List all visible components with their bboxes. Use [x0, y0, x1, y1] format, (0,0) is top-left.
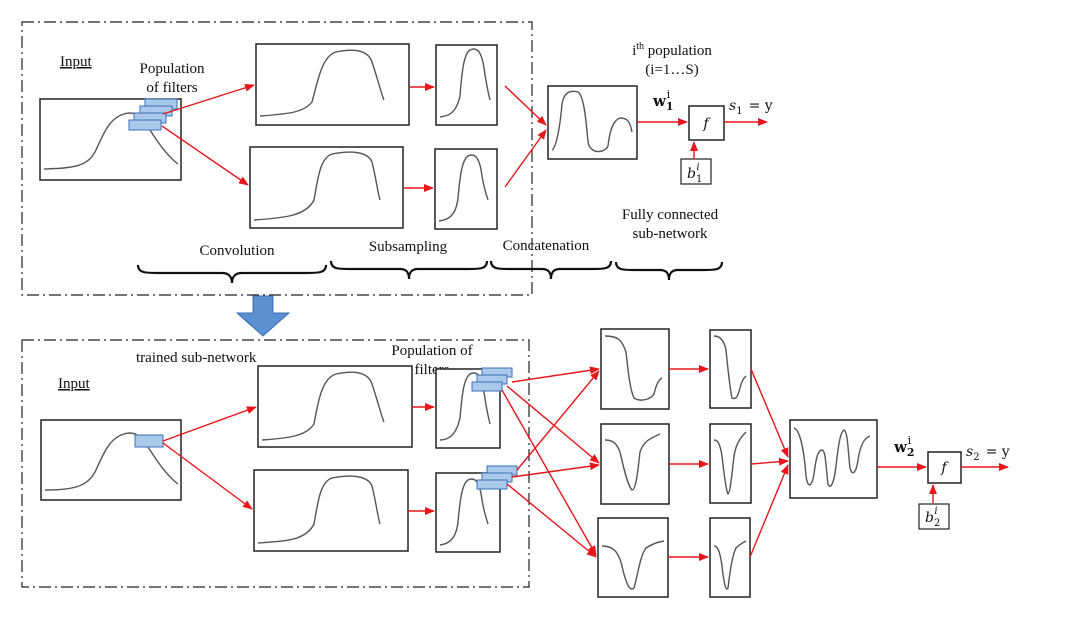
level2-conv-map-1 [600, 328, 670, 410]
bottom-filter-stack-1 [471, 367, 513, 392]
bottom-bias-box: b2i [918, 503, 950, 530]
top-conv-map-1 [255, 43, 410, 126]
top-bias-box: b1i [680, 158, 712, 185]
top-input-panel [39, 98, 182, 181]
top-arrows [161, 83, 768, 192]
brace-subsampling [329, 260, 489, 280]
stage-label-convolution: Convolution [199, 243, 275, 259]
stage-label-subsampling: Subsampling [369, 239, 448, 255]
level2-subsample-map-3 [709, 517, 751, 598]
brace-convolution [136, 264, 328, 284]
bottom-filters-label-line1: Population of [391, 343, 472, 359]
brace-concatenation [489, 260, 613, 280]
bottom-activation-label: f [940, 460, 949, 476]
top-conv-map-2 [249, 146, 404, 229]
bottom-bias-label: b2i [925, 506, 940, 529]
bottom-conv-map-2 [253, 469, 409, 552]
top-bias-label: b1i [687, 162, 702, 185]
level2-conv-map-2 [600, 423, 670, 505]
bottom-concat-map [789, 419, 878, 499]
bottom-input-filter [134, 434, 164, 448]
top-output-label: s1= y [729, 98, 773, 117]
bottom-neuron: f [927, 451, 962, 484]
top-subsample-map-2 [434, 148, 498, 230]
fc-label-line1: Fully connected [622, 207, 719, 223]
level2-subsample-map-2 [709, 423, 752, 504]
brace-fully-connected [614, 261, 724, 281]
bottom-input-panel [40, 419, 182, 501]
top-subsample-map-1 [435, 44, 498, 126]
bottom-weight-label: w2i [893, 434, 915, 459]
top-filters-label-line2: of filters [146, 80, 197, 96]
transition-arrow [235, 295, 291, 337]
top-filters-label-line1: Population [139, 61, 205, 77]
top-neuron: f [688, 105, 725, 141]
population-title: ith population [632, 41, 712, 59]
top-concat-map [547, 85, 638, 160]
top-stage-frame [21, 21, 533, 296]
bottom-input-label: Input [58, 376, 90, 392]
bottom-stage-frame [21, 339, 530, 588]
fc-label-line2: sub-network [633, 226, 708, 242]
top-weight-label: w1i [652, 88, 674, 113]
stage-label-concatenation: Concatenation [503, 238, 590, 254]
bottom-subsample-map-2 [435, 472, 501, 553]
top-activation-label: f [702, 116, 711, 132]
level2-subsample-map-1 [709, 329, 752, 409]
bottom-arrows [162, 365, 1009, 561]
top-input-label: Input [60, 54, 92, 70]
bottom-filter-stack-2 [476, 465, 518, 490]
bottom-output-label: s2= y [966, 444, 1010, 463]
bottom-conv-map-1 [257, 365, 413, 448]
population-range: (i=1…S) [645, 62, 698, 78]
level2-conv-map-3 [597, 517, 669, 598]
trained-subnetwork-label: trained sub-network [136, 350, 257, 366]
